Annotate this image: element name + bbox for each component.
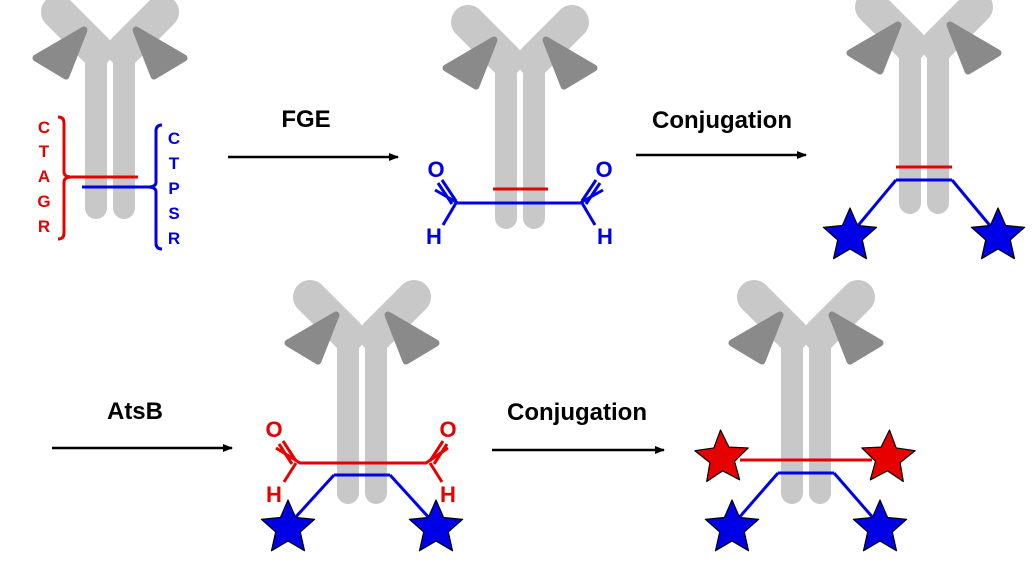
arrow-conjugation-1: Conjugation	[636, 107, 807, 159]
seq-blue-4: S	[168, 204, 179, 223]
antibody-blue-conjugated	[822, 7, 1026, 260]
atom-h-right: H	[597, 224, 613, 249]
seq-red-3: A	[38, 167, 50, 186]
antibody-blue-aldehyde: O H O H	[426, 22, 613, 249]
seq-red-5: R	[38, 217, 50, 236]
atom-o-left: O	[427, 157, 444, 182]
antibody-tagged: C T A G R C T P S R	[36, 12, 184, 251]
seq-red-4: G	[37, 192, 50, 211]
label-conjugation-1: Conjugation	[652, 107, 792, 134]
red-star-icon	[687, 424, 752, 491]
atom-o-right-red: O	[439, 417, 456, 442]
seq-blue-2: T	[169, 154, 180, 173]
label-conjugation-2: Conjugation	[507, 399, 647, 426]
seq-red-2: T	[39, 142, 50, 161]
red-aldehyde-linker	[275, 446, 449, 465]
blue-bracket	[147, 123, 163, 251]
blue-star-icon	[970, 207, 1026, 260]
atom-o-left-red: O	[265, 417, 282, 442]
arrow-atsb: AtsB	[52, 398, 233, 452]
blue-star-icon	[822, 207, 878, 260]
blue-star-icon	[260, 499, 316, 552]
red-bracket	[57, 115, 73, 241]
antibody-dual-conjugated	[687, 297, 923, 552]
atom-o-right: O	[595, 157, 612, 182]
atom-h-right-red: H	[440, 482, 456, 507]
label-fge: FGE	[281, 106, 330, 133]
antibody-red-aldehyde: O H O H	[260, 297, 464, 552]
arrow-conjugation-2: Conjugation	[492, 399, 665, 454]
seq-blue-3: P	[168, 179, 179, 198]
blue-star-icon	[408, 499, 464, 552]
arrow-fge: FGE	[228, 106, 399, 161]
seq-red-1: C	[38, 118, 50, 137]
seq-blue-1: C	[168, 129, 180, 148]
blue-aldehyde-linker	[434, 188, 604, 205]
label-atsb: AtsB	[107, 398, 163, 425]
seq-blue-5: R	[168, 229, 180, 248]
blue-star-icon	[704, 499, 760, 552]
atom-h-left: H	[426, 224, 442, 249]
atom-h-left-red: H	[266, 482, 282, 507]
blue-star-icon	[852, 499, 908, 552]
red-star-icon	[858, 424, 923, 491]
